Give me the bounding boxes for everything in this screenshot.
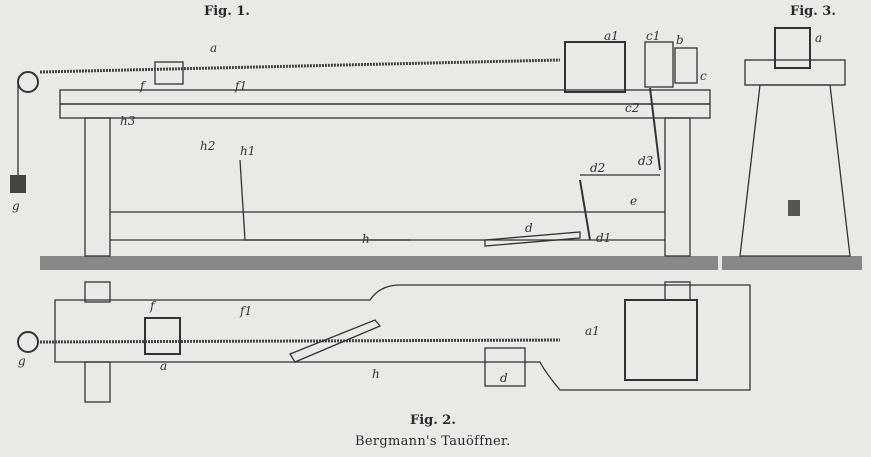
label-b: b: [676, 33, 684, 47]
label-a1-plan: a1: [585, 324, 600, 338]
pulley-icon: [17, 71, 39, 93]
fig2-title: Bergmann's Tauöffner.: [355, 434, 511, 449]
bench-leg: [664, 117, 691, 257]
fig1-side-view: a a1 c1 b c f f1 h3 h2 h1 h c2 d d1 d2 d…: [10, 29, 718, 270]
label-h3: h3: [120, 114, 136, 128]
fig2-caption: Fig. 2.: [410, 413, 456, 428]
label-d: d: [525, 221, 533, 235]
label-h: h: [362, 232, 370, 246]
fig3-end-view: a: [722, 27, 862, 270]
label-f1: f1: [234, 79, 247, 93]
label-e: e: [630, 194, 637, 208]
clamp-a-plan: [144, 317, 181, 355]
bench-plan: [54, 284, 751, 391]
label-d2: d2: [590, 161, 605, 175]
fig1-caption: Fig. 1.: [204, 4, 250, 19]
pedal: [484, 231, 581, 247]
label-g-plan: g: [18, 354, 26, 368]
weight: [10, 175, 26, 193]
clamp-a1: [564, 41, 626, 93]
label-h1: h1: [240, 144, 255, 158]
label-h2: h2: [200, 139, 215, 153]
pedal-d-plan: [484, 347, 526, 387]
label-a-plan: a: [160, 359, 167, 373]
label-h-plan: h: [372, 367, 380, 381]
label-c1: c1: [646, 29, 660, 43]
floor: [40, 256, 718, 270]
label-d1: d1: [596, 231, 611, 245]
fig2-plan-view: f f1 a h d a1 g: [17, 281, 751, 403]
label-c: c: [700, 69, 707, 83]
label-g: g: [12, 199, 20, 213]
clamp-f: [154, 61, 184, 85]
label-a1: a1: [604, 29, 619, 43]
label-f: f: [139, 79, 147, 93]
label-d-plan: d: [500, 371, 508, 385]
rope: [39, 58, 561, 74]
label-d3: d3: [638, 154, 654, 168]
label-a: a: [210, 41, 217, 55]
label-f1-plan: f1: [239, 304, 252, 318]
label-a-fig3: a: [815, 31, 822, 45]
fig3-caption: Fig. 3.: [790, 4, 836, 19]
label-f-plan: f: [149, 299, 157, 313]
bench-leg: [84, 117, 111, 257]
label-c2: c2: [625, 101, 639, 115]
